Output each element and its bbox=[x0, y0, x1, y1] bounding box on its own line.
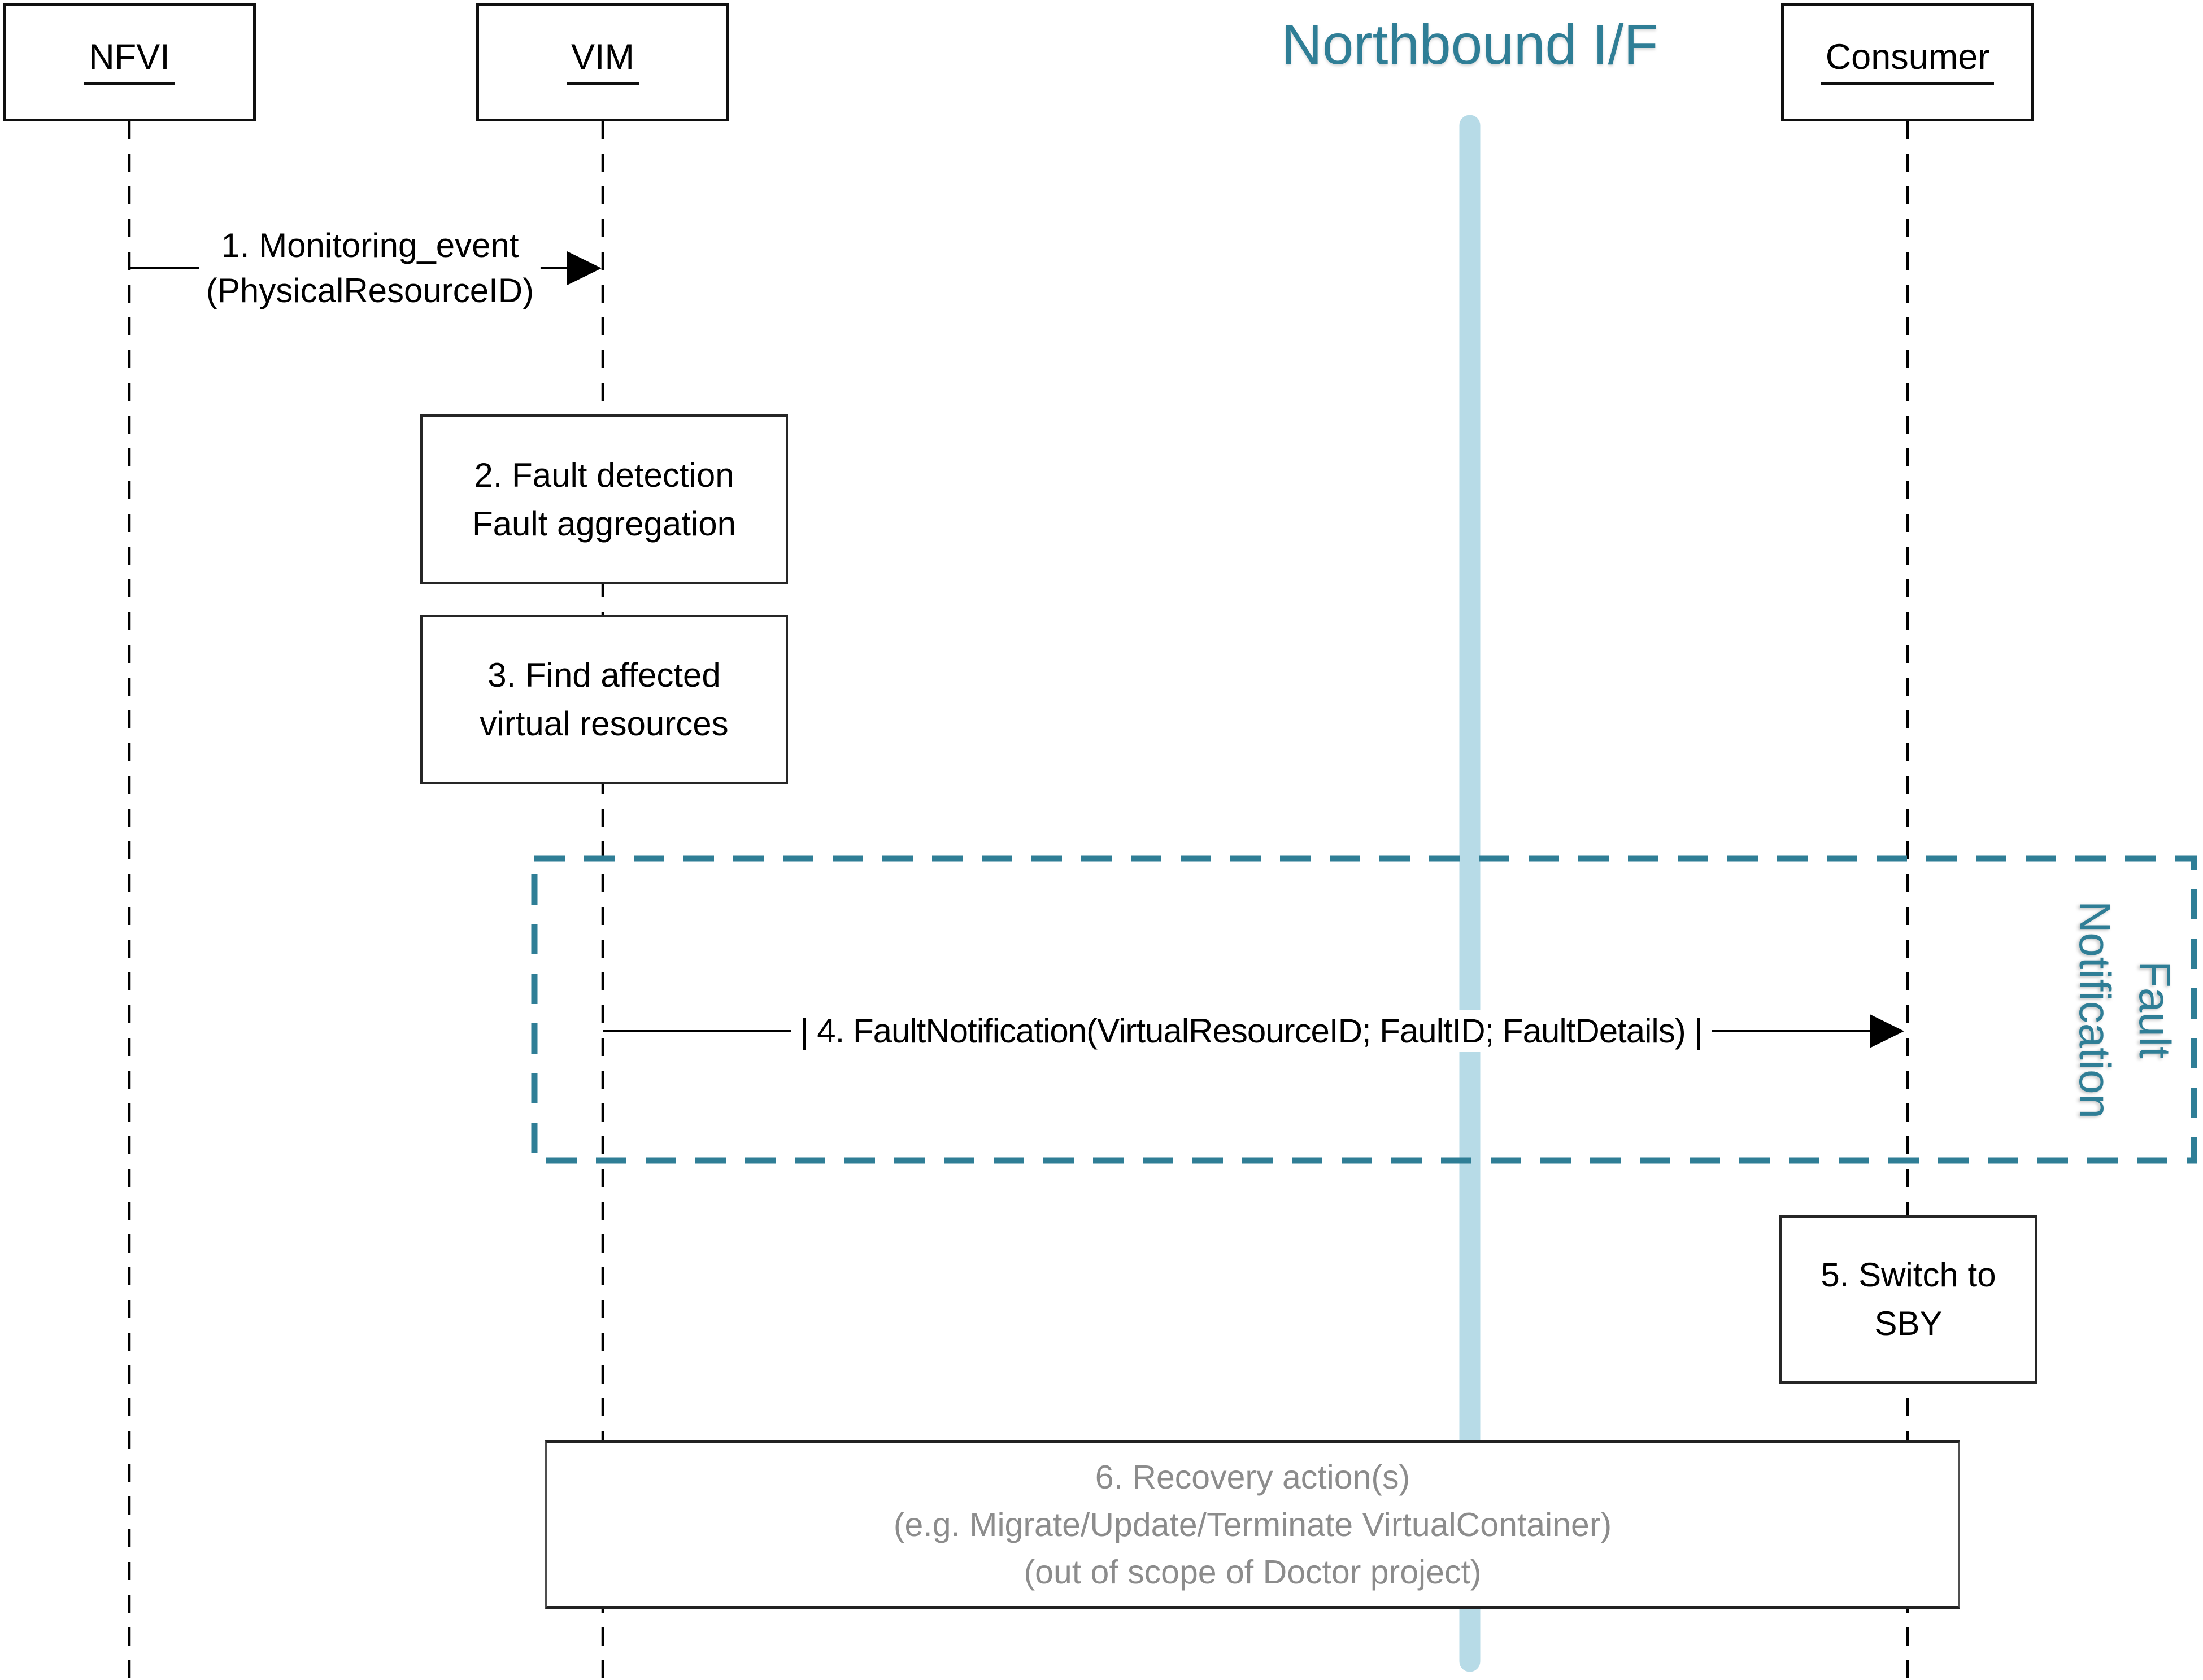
activity-box-fault-detection: 2. Fault detection Fault aggregation bbox=[420, 414, 788, 584]
actor-box-vim: VIM bbox=[476, 3, 729, 121]
activity-5-line2: SBY bbox=[1874, 1304, 1943, 1342]
activity-6-line1: 6. Recovery action(s) bbox=[1095, 1459, 1410, 1496]
activity-3-line1: 3. Find affected bbox=[487, 656, 721, 694]
activity-2-line2: Fault aggregation bbox=[472, 504, 736, 543]
message-1-label-line1: 1. Monitoring_event bbox=[221, 226, 519, 264]
activity-6-line2: (e.g. Migrate/Update/Terminate VirtualCo… bbox=[893, 1506, 1612, 1543]
message-1-arrowhead bbox=[567, 251, 602, 285]
actor-box-consumer: Consumer bbox=[1781, 3, 2034, 121]
activity-2-line1: 2. Fault detection bbox=[474, 456, 734, 494]
activity-box-find-affected-resources: 3. Find affected virtual resources bbox=[420, 615, 788, 784]
message-1-label-line2: (PhysicalResourceID) bbox=[206, 272, 534, 309]
activity-3-line2: virtual resources bbox=[480, 705, 729, 743]
message-4-arrowhead bbox=[1870, 1014, 1904, 1048]
frame-label-line2: Notification bbox=[2070, 901, 2120, 1119]
actor-label-nfvi: NFVI bbox=[84, 40, 175, 85]
activity-box-switch-to-sby: 5. Switch to SBY bbox=[1779, 1215, 2037, 1384]
activity-box-recovery-actions: 6. Recovery action(s) (e.g. Migrate/Upda… bbox=[545, 1440, 1960, 1609]
actor-label-vim: VIM bbox=[566, 40, 639, 85]
northbound-interface-title: Northbound I/F bbox=[1281, 13, 1658, 76]
message-4-label: | 4. FaultNotification(VirtualResourceID… bbox=[790, 1010, 1712, 1052]
actor-box-nfvi: NFVI bbox=[3, 3, 256, 121]
fault-notification-frame-label: Fault Notification bbox=[2065, 901, 2185, 1119]
actor-label-consumer: Consumer bbox=[1821, 40, 1995, 85]
fault-notification-frame-border bbox=[531, 855, 2197, 1164]
activity-6-line3: (out of scope of Doctor project) bbox=[1024, 1554, 1482, 1591]
message-1-label: 1. Monitoring_event (PhysicalResourceID) bbox=[199, 223, 541, 313]
frame-label-line1: Fault bbox=[2130, 961, 2180, 1059]
activity-5-line1: 5. Switch to bbox=[1821, 1256, 1996, 1294]
